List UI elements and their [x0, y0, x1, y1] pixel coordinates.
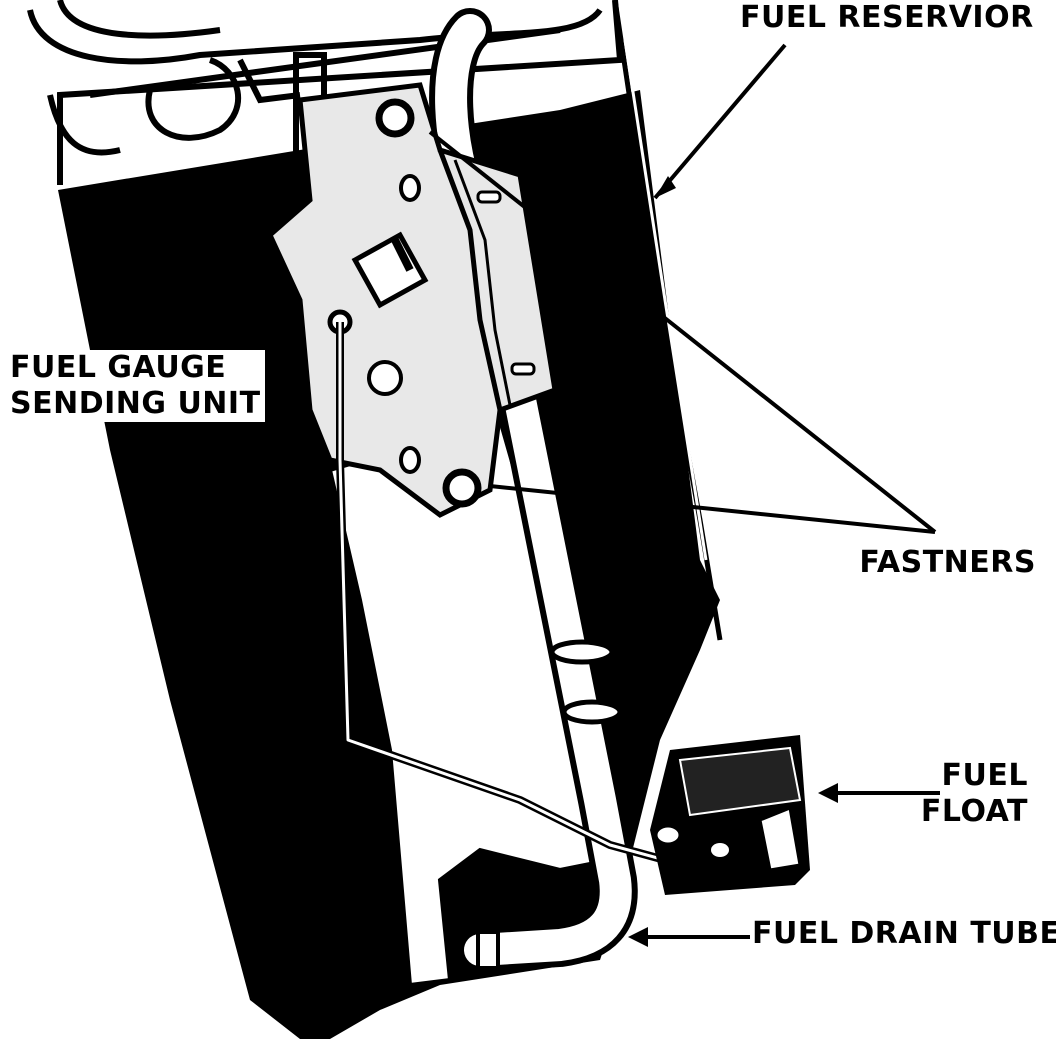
label-fuel-float-line1: FUEL	[941, 758, 1028, 793]
fuel-float	[650, 735, 810, 895]
label-fastners-text: FASTNERS	[859, 545, 1036, 580]
label-fuel-drain-tube: FUEL DRAIN TUBE	[752, 916, 1056, 952]
label-fuel-float-line2: FLOAT	[920, 794, 1028, 829]
reservoir-right-edge	[612, 0, 723, 641]
label-fuel-gauge-line2: SENDING UNIT	[10, 386, 261, 421]
leader-fastener-top	[428, 130, 937, 534]
leader-fuel-reservoir	[653, 43, 787, 200]
label-fuel-gauge-sending-unit: FUEL GAUGE SENDING UNIT	[6, 350, 265, 422]
leader-fastener-bottom	[489, 484, 936, 534]
label-fuel-gauge-line1: FUEL GAUGE	[10, 350, 227, 385]
top-bracket	[27, 0, 624, 185]
label-fastners: FASTNERS	[840, 545, 1036, 581]
label-fuel-reservoir: FUEL RESERVIOR	[740, 0, 1034, 36]
label-fuel-float: FUEL FLOAT	[900, 758, 1028, 830]
leader-lines	[428, 43, 940, 947]
label-fuel-reservoir-text: FUEL RESERVIOR	[740, 0, 1034, 35]
label-fuel-drain-tube-text: FUEL DRAIN TUBE	[752, 916, 1056, 951]
